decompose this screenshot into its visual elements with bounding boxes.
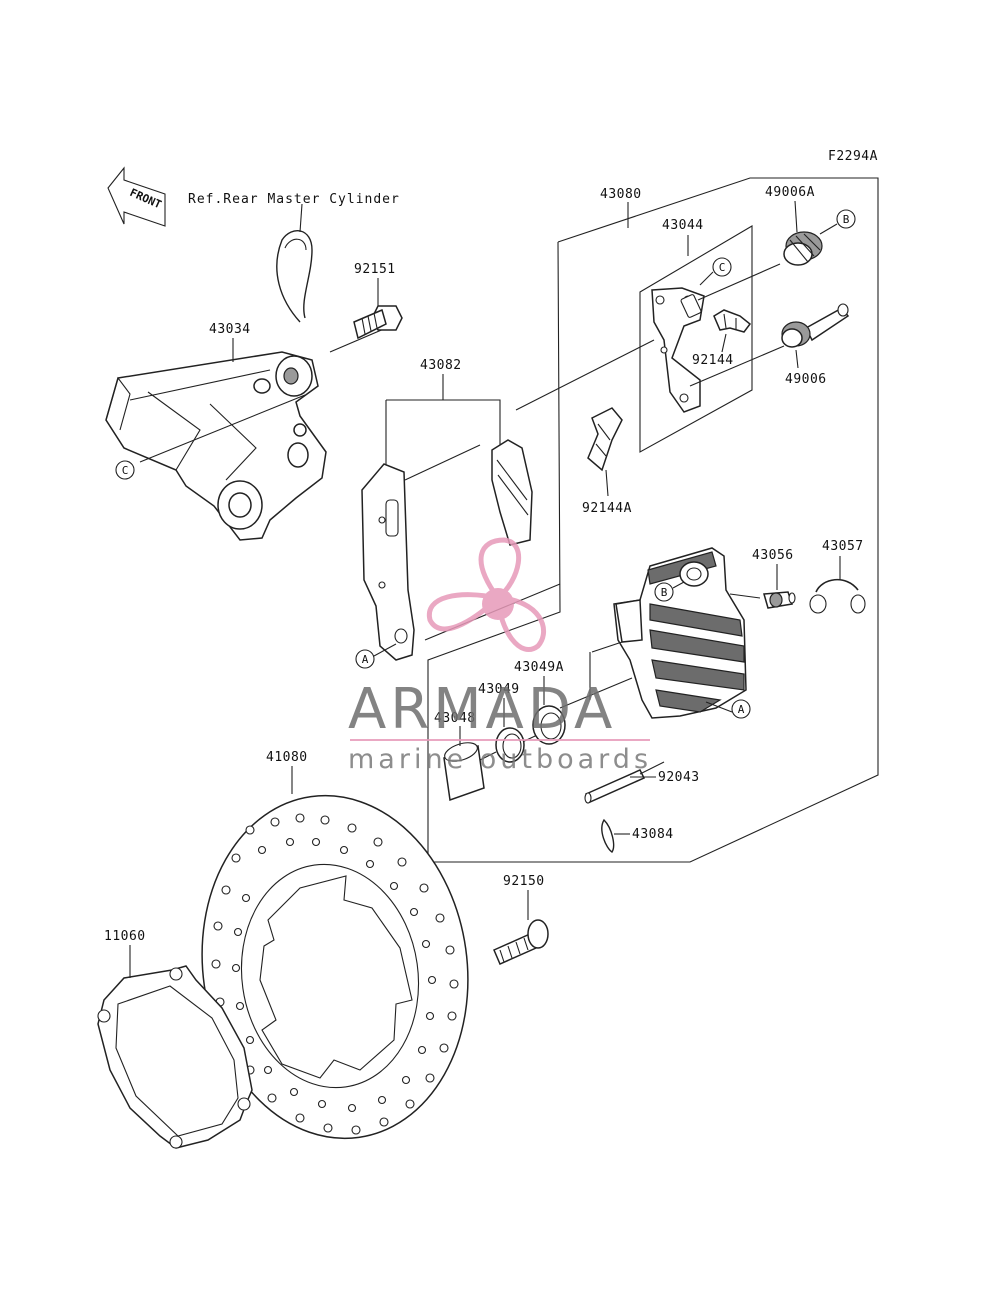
callout-b-caliper: B bbox=[654, 582, 674, 602]
label-43057: 43057 bbox=[822, 539, 864, 554]
boot-49006A bbox=[783, 231, 823, 266]
brake-disc-41080 bbox=[201, 794, 469, 1140]
label-49006: 49006 bbox=[785, 372, 827, 387]
pad-spring-92144 bbox=[713, 309, 752, 333]
label-43048: 43048 bbox=[434, 711, 476, 726]
axis-line-5 bbox=[689, 345, 785, 387]
front-arrow-icon: FRONT bbox=[107, 166, 166, 227]
propeller-icon bbox=[426, 537, 546, 652]
piston-43048 bbox=[443, 742, 485, 802]
svg-text:B: B bbox=[661, 586, 668, 599]
label-41080: 41080 bbox=[266, 750, 308, 765]
label-43034: 43034 bbox=[209, 322, 251, 337]
watermark-brand: ARMADA bbox=[348, 677, 616, 742]
axis-line-seal-a bbox=[559, 677, 633, 709]
label-43044: 43044 bbox=[662, 218, 704, 233]
label-92043: 92043 bbox=[658, 770, 700, 785]
svg-text:C: C bbox=[122, 464, 129, 477]
leader-c-top bbox=[699, 271, 714, 286]
figure-code: F2294A bbox=[828, 149, 878, 164]
leader-c-bracket bbox=[139, 394, 306, 463]
pad-spring-92144A bbox=[587, 407, 623, 472]
hose-clip-icon bbox=[276, 203, 313, 323]
watermark-tagline: marine outboards bbox=[348, 744, 652, 775]
label-43049: 43049 bbox=[478, 682, 520, 697]
svg-text:B: B bbox=[843, 213, 850, 226]
label-43056: 43056 bbox=[752, 548, 794, 563]
axis-line-pin bbox=[639, 761, 665, 775]
leader-92144A bbox=[605, 469, 609, 497]
label-92150: 92150 bbox=[503, 874, 545, 889]
callout-c-bracket: C bbox=[115, 460, 135, 480]
leader-49006A bbox=[794, 200, 798, 233]
brake-pad-right bbox=[491, 439, 533, 546]
caliper-body bbox=[613, 547, 747, 719]
label-49006A: 49006A bbox=[765, 185, 815, 200]
caliper-bracket-43034 bbox=[105, 351, 327, 541]
label-43049A: 43049A bbox=[514, 660, 564, 675]
reference-note: Ref.Rear Master Cylinder bbox=[188, 192, 400, 207]
leader-92144 bbox=[721, 333, 727, 353]
label-43084: 43084 bbox=[632, 827, 674, 842]
callout-b-top: B bbox=[836, 209, 856, 229]
callout-a-pad: A bbox=[355, 649, 375, 669]
label-11060: 11060 bbox=[104, 929, 146, 944]
pin-clip-43084 bbox=[601, 818, 615, 853]
axis-line-4 bbox=[697, 263, 781, 301]
slide-pin-49006 bbox=[781, 303, 850, 348]
svg-text:C: C bbox=[719, 261, 726, 274]
pad-holder-bracket bbox=[651, 287, 705, 413]
leader-b-caliper bbox=[672, 581, 685, 589]
callout-a-caliper: A bbox=[731, 699, 751, 719]
pad-pin-92043 bbox=[584, 769, 646, 804]
bolt-92151 bbox=[353, 305, 403, 340]
callout-c-top: C bbox=[712, 257, 732, 277]
svg-text:A: A bbox=[738, 703, 745, 716]
bleeder-valve-43056 bbox=[763, 591, 796, 609]
leader-49006 bbox=[795, 349, 799, 369]
bleeder-cap-43057 bbox=[809, 578, 866, 614]
disc-bolt-92150 bbox=[493, 919, 549, 965]
assembly-frame-43080 bbox=[427, 177, 879, 863]
label-92144A: 92144A bbox=[582, 501, 632, 516]
label-92144: 92144 bbox=[692, 353, 734, 368]
label-43080: 43080 bbox=[600, 187, 642, 202]
axis-line-2 bbox=[404, 444, 481, 481]
axis-line-1 bbox=[515, 339, 655, 411]
label-43082: 43082 bbox=[420, 358, 462, 373]
leader-b-top bbox=[819, 223, 838, 235]
subassembly-frame-43044 bbox=[639, 225, 753, 453]
leader-a-caliper bbox=[705, 701, 733, 713]
watermark-logo: ARMADA marine outboards bbox=[348, 537, 652, 775]
leader-bracket-seals bbox=[589, 641, 623, 700]
brake-pad-left bbox=[361, 463, 415, 661]
gasket-11060 bbox=[97, 965, 253, 1149]
axis-line-bleeder bbox=[729, 593, 761, 599]
svg-text:A: A bbox=[362, 653, 369, 666]
leader-a-pad bbox=[373, 643, 397, 657]
piston-seal-43049A bbox=[532, 705, 566, 745]
label-92151: 92151 bbox=[354, 262, 396, 277]
